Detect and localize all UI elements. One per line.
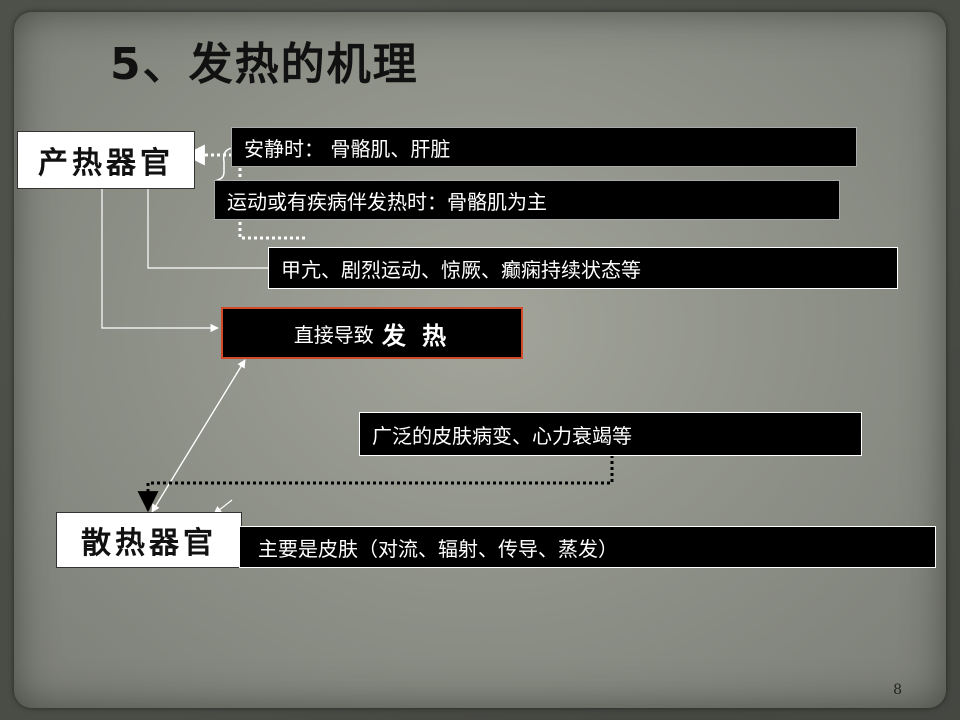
dissipation-main-bar: 主要是皮肤（对流、辐射、传导、蒸发） bbox=[239, 526, 936, 568]
heat-production-organ-label: 产热器官 bbox=[17, 131, 195, 189]
outcome-emphasis: 发 热 bbox=[381, 321, 451, 350]
slide-paper-background bbox=[14, 12, 946, 708]
slide-title: 5、发热的机理 bbox=[110, 39, 419, 90]
heat-dissipation-organ-label: 散热器官 bbox=[56, 512, 242, 568]
outcome-prefix: 直接导致 bbox=[293, 322, 374, 347]
at-rest-bar: 安静时： 骨骼肌、肝脏 bbox=[231, 127, 857, 167]
exercise-fever-bar: 运动或有疾病伴发热时：骨骼肌为主 bbox=[214, 180, 840, 220]
page-number: 8 bbox=[893, 682, 902, 698]
production-causes-bar: 甲亢、剧烈运动、惊厥、癫痫持续状态等 bbox=[268, 247, 898, 289]
dissipation-causes-bar: 广泛的皮肤病变、心力衰竭等 bbox=[359, 412, 862, 456]
fever-outcome-box: 直接导致 发 热 bbox=[221, 307, 523, 359]
